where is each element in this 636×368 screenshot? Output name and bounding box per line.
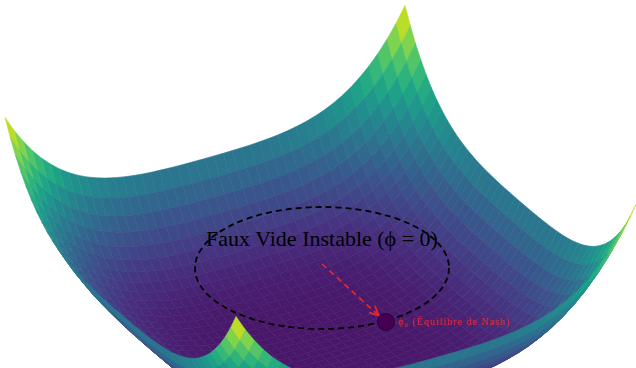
false-vacuum-region: Faux Vide Instable (ϕ = 0): [194, 206, 450, 330]
surface-patch: [10, 138, 24, 169]
surface-patch: [313, 367, 327, 368]
arrow-connector: [322, 264, 379, 315]
surface-patch: [65, 256, 79, 274]
dot-marker: [378, 314, 395, 331]
surface-patch: [360, 365, 374, 368]
surface-patch: [351, 367, 365, 368]
surface-patch: [594, 253, 608, 276]
surface-patch: [31, 200, 45, 225]
surface-patch: [26, 186, 40, 212]
surface-patch: [16, 156, 30, 185]
surface-patch: [576, 277, 590, 298]
surface-patch: [374, 366, 388, 368]
surface-patch: [289, 367, 303, 368]
point-label: ϕ₀ (Équilibre de Nash): [398, 314, 510, 330]
surface-patch: [604, 239, 618, 264]
surface-patch: [21, 172, 35, 200]
equilibrium-point: ϕ₀ (Équilibre de Nash): [377, 313, 395, 331]
surface-patch: [231, 317, 245, 341]
surface-patch: [322, 364, 336, 368]
dot-marker: [377, 313, 395, 331]
surface-patch: [5, 118, 19, 151]
dashed-ellipse: [194, 206, 450, 330]
surface-patch: [46, 224, 60, 246]
surface-patch: [385, 367, 399, 368]
surface-patch: [299, 365, 313, 368]
surface-patch: [51, 235, 65, 256]
surface-patch: [606, 232, 620, 256]
surface-patch: [336, 366, 350, 368]
surface-patch: [558, 295, 572, 314]
surface-patch: [394, 365, 408, 368]
surface-patch: [142, 332, 156, 349]
dashed-ellipse: [195, 207, 449, 329]
surface-patch: [567, 287, 581, 307]
region-label: Faux Vide Instable (ϕ = 0): [206, 226, 438, 252]
surface-patch: [585, 265, 599, 287]
